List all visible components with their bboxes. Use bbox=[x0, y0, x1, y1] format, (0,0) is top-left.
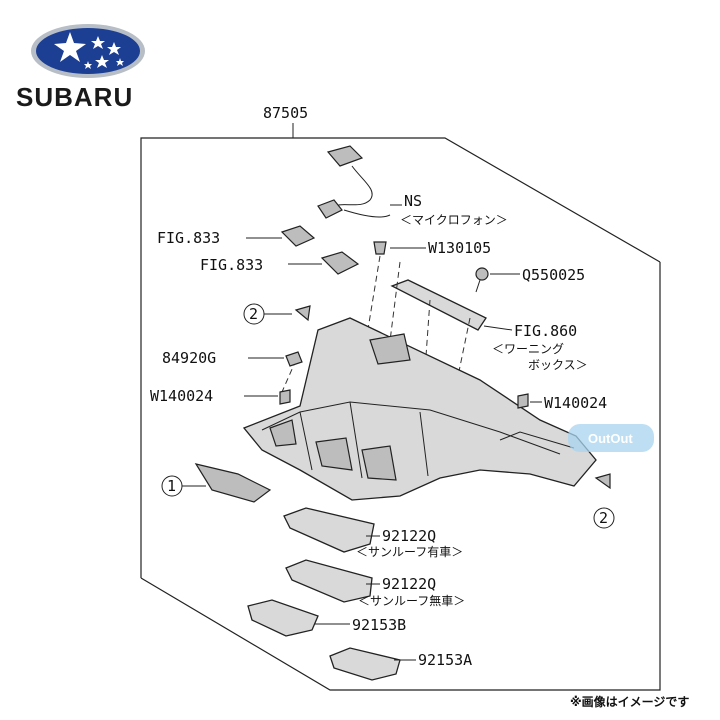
fig833-clip-b bbox=[320, 251, 360, 275]
circle-1-label: 1 bbox=[167, 477, 176, 495]
pad-part-top bbox=[294, 305, 311, 322]
92122q-b-jp-label: ＜サンルーフ無車＞ bbox=[358, 593, 465, 608]
w140024-left-label: W140024 bbox=[150, 387, 213, 405]
watermark-badge bbox=[568, 424, 654, 452]
circle-2-right-marker bbox=[593, 507, 615, 529]
92122q-no-sunroof-part bbox=[285, 559, 373, 603]
assembly-number-label: 87505 bbox=[263, 104, 308, 122]
w130105-label: W130105 bbox=[428, 239, 491, 257]
92153b-label: 92153B bbox=[352, 616, 406, 634]
pad-part-1 bbox=[194, 463, 272, 503]
fig833-a-label: FIG.833 bbox=[157, 229, 220, 247]
brand-name: SUBARU bbox=[16, 82, 133, 112]
outout-watermark: OutOut bbox=[568, 424, 654, 452]
92122q-sunroof-part bbox=[283, 507, 375, 553]
subaru-logo bbox=[31, 24, 145, 78]
fig833-b-label: FIG.833 bbox=[200, 256, 263, 274]
logo-oval bbox=[36, 28, 140, 74]
w140024-left-clip bbox=[279, 389, 291, 405]
fig860-leader bbox=[483, 325, 513, 331]
microphone-part bbox=[317, 145, 391, 219]
w140024-right-clip bbox=[517, 393, 529, 409]
92153a-part bbox=[329, 647, 401, 681]
84920g-bulb bbox=[285, 351, 303, 367]
frame-bottom-right bbox=[140, 262, 661, 691]
pad-part-right bbox=[594, 473, 611, 490]
92122q-a-label: 92122Q bbox=[382, 527, 436, 545]
fig860-jp-line1: ＜ワーニング bbox=[492, 342, 564, 356]
ns-label: NS bbox=[404, 192, 422, 210]
w140024-right-label: W140024 bbox=[544, 394, 607, 412]
q550025-label: Q550025 bbox=[522, 266, 585, 284]
image-disclaimer-note: ※画像はイメージです bbox=[570, 694, 689, 709]
warning-box-part bbox=[390, 279, 487, 331]
fig860-jp-line2: ボックス＞ bbox=[528, 358, 588, 372]
fig833-clip-a bbox=[280, 225, 316, 247]
circle-2-right-label: 2 bbox=[599, 509, 608, 527]
fig860-label: FIG.860 bbox=[514, 322, 577, 340]
circle-2-top-label: 2 bbox=[249, 305, 258, 323]
screw-shank bbox=[475, 279, 481, 293]
ns-jp-label: ＜マイクロフォン＞ bbox=[400, 213, 508, 227]
84920g-label: 84920G bbox=[162, 349, 216, 367]
overhead-console-housing bbox=[242, 317, 597, 501]
92122q-a-jp-label: ＜サンルーフ有車＞ bbox=[356, 545, 463, 559]
w130105-clip bbox=[373, 241, 387, 255]
92122q-b-label: 92122Q bbox=[382, 575, 436, 593]
pleiades-stars-icon bbox=[54, 32, 124, 69]
92153b-part bbox=[247, 599, 319, 637]
92153a-label: 92153A bbox=[418, 651, 472, 669]
frame-top-left bbox=[140, 137, 661, 578]
q550025-screw bbox=[475, 267, 489, 281]
watermark-text: OutOut bbox=[588, 431, 633, 446]
